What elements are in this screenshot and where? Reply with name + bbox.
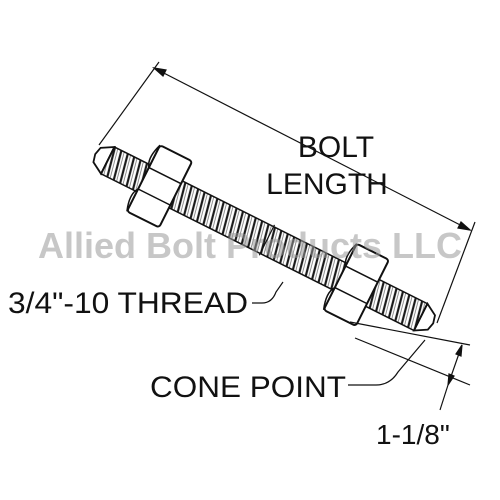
stud-bolt bbox=[92, 144, 436, 332]
thread-leader bbox=[252, 281, 284, 304]
point-dimension-label: 1-1/8" bbox=[376, 419, 450, 450]
thread-label: 3/4"-10 THREAD bbox=[8, 287, 248, 320]
cone-point-label: CONE POINT bbox=[150, 371, 346, 404]
point-length-dimension bbox=[349, 321, 471, 411]
cone-point-leader bbox=[348, 339, 426, 386]
bolt-length-label-line2: LENGTH bbox=[266, 168, 388, 201]
bolt-length-dimension bbox=[98, 61, 476, 324]
bolt-length-label-line1: BOLT bbox=[298, 131, 374, 164]
hex-nut-right bbox=[322, 243, 389, 326]
watermark: Allied Bolt Products LLC bbox=[38, 225, 462, 266]
hex-nut-left bbox=[126, 144, 193, 228]
leader-lines bbox=[252, 281, 426, 386]
